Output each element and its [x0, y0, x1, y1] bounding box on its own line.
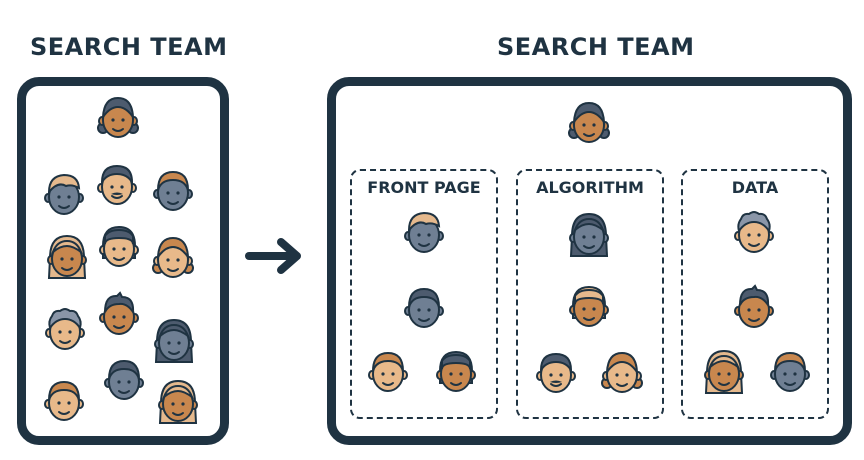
person-face-icon: [43, 305, 87, 355]
person-face-icon: [768, 347, 812, 397]
person-face-icon: [534, 348, 578, 398]
person-face-icon: [97, 290, 141, 340]
person-face-icon: [42, 376, 86, 426]
person-face-icon: [151, 166, 195, 216]
person-face-icon: [45, 232, 89, 282]
person-face-icon: [152, 316, 196, 366]
person-face-icon: [151, 233, 195, 283]
person-face-icon: [567, 210, 611, 260]
arrow-right-icon: [245, 238, 301, 274]
data-group: [681, 169, 829, 419]
front-page-group: [350, 169, 498, 419]
person-face-icon: [402, 283, 446, 333]
data-label: DATA: [731, 178, 779, 197]
search-team-title-right: SEARCH TEAM: [497, 33, 695, 61]
person-face-icon: [434, 347, 478, 397]
person-face-icon: [97, 222, 141, 272]
person-face-icon: [402, 208, 446, 258]
person-face-icon: [156, 377, 200, 427]
person-face-icon: [366, 347, 410, 397]
person-face-icon: [567, 98, 611, 148]
person-face-icon: [732, 283, 776, 333]
person-face-icon: [600, 348, 644, 398]
algorithm-group: [516, 169, 664, 419]
person-face-icon: [702, 347, 746, 397]
algorithm-label: ALGORITHM: [536, 178, 644, 197]
search-team-title-left: SEARCH TEAM: [30, 33, 228, 61]
front-page-label: FRONT PAGE: [367, 178, 481, 197]
person-face-icon: [42, 170, 86, 220]
person-face-icon: [732, 208, 776, 258]
person-face-icon: [96, 93, 140, 143]
person-face-icon: [567, 282, 611, 332]
person-face-icon: [95, 160, 139, 210]
person-face-icon: [102, 355, 146, 405]
